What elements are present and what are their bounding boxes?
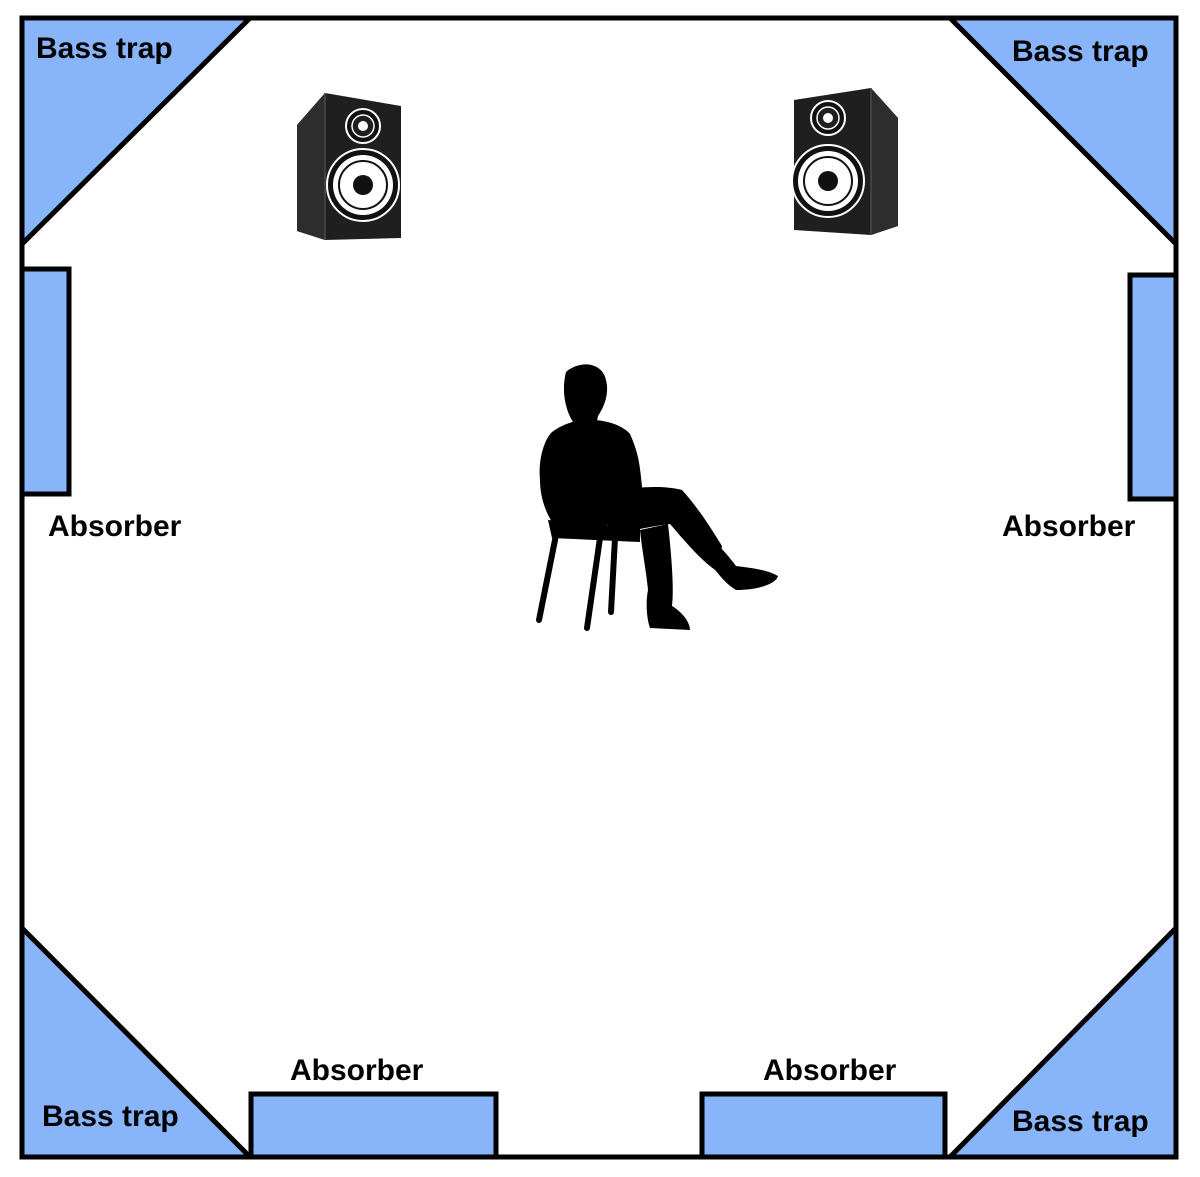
absorber-panel-left	[19, 266, 72, 497]
bass-trap-bottom-right-label: Bass trap	[1012, 1105, 1149, 1138]
bass-trap-top-left-label: Bass trap	[36, 32, 173, 65]
absorber-panel-right	[1127, 272, 1179, 502]
speaker-left-icon	[297, 93, 401, 240]
bass-trap-top-right-label: Bass trap	[1012, 35, 1149, 68]
absorber-left-label: Absorber	[48, 510, 182, 543]
absorber-bottom-right-label: Absorber	[763, 1054, 897, 1087]
absorber-bottom-left-label: Absorber	[290, 1054, 424, 1087]
speaker-right-icon	[791, 88, 898, 235]
absorber-panel-bottom-left	[248, 1091, 499, 1160]
absorber-panel-bottom-right	[699, 1091, 948, 1160]
absorber-right-label: Absorber	[1002, 510, 1136, 543]
bass-trap-bottom-left-label: Bass trap	[42, 1100, 179, 1133]
seated-person-icon	[536, 364, 778, 631]
room-outline	[19, 15, 1179, 1160]
